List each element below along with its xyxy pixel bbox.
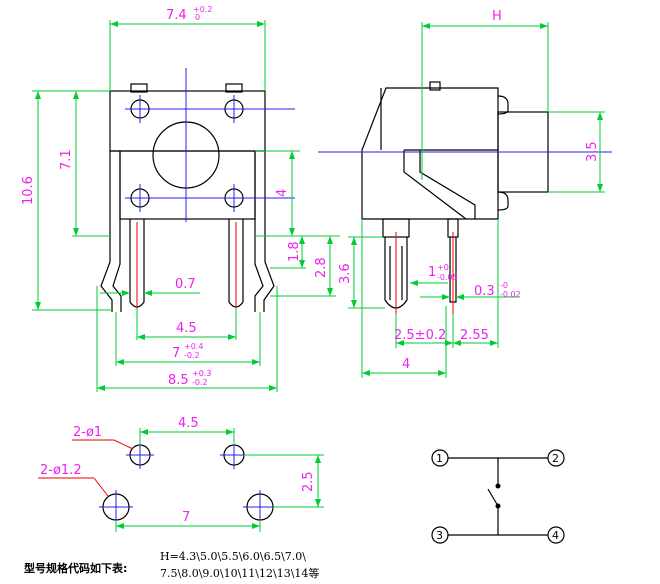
svg-text:-0: -0 <box>500 281 508 290</box>
side-body <box>361 87 499 220</box>
side-view <box>318 81 612 314</box>
fp-hole-small-label: 2-ø1 <box>73 425 102 440</box>
dim-3-6: 3.6 <box>338 263 353 284</box>
dim-7: 7 <box>172 346 180 361</box>
svg-text:+0.2: +0.2 <box>193 5 212 14</box>
dim-2-55: 2.55 <box>460 328 489 343</box>
dim-4: 4 <box>275 189 290 197</box>
svg-text:+0.4: +0.4 <box>184 342 203 351</box>
svg-text:2: 2 <box>552 452 559 465</box>
dim-7-1: 7.1 <box>59 149 74 170</box>
dim-8-5: 8.5 <box>168 373 189 388</box>
svg-text:-0.2: -0.2 <box>184 351 200 360</box>
fp-pitch-bottom: 7 <box>182 510 190 525</box>
pcb-footprint: 4.5 7 2.5 2-ø1 2-ø1.2 <box>38 416 324 532</box>
svg-text:1: 1 <box>436 452 443 465</box>
fp-hole-large-label: 2-ø1.2 <box>40 463 82 478</box>
dim-0-3: 0.3 <box>474 284 495 299</box>
dim-3-5: 3.5 <box>585 141 600 162</box>
fp-pitch-top: 4.5 <box>178 416 199 431</box>
dim-7-4: 7.4 <box>166 8 187 23</box>
dim-2-5-pm: 2.5±0.2 <box>394 328 446 343</box>
fp-pitch-vert: 2.5 <box>301 471 316 492</box>
svg-text:+0: +0 <box>437 263 449 272</box>
svg-text:0: 0 <box>195 13 200 22</box>
svg-text:+0.3: +0.3 <box>192 369 211 378</box>
front-body-upper <box>109 90 266 152</box>
front-view <box>100 68 295 312</box>
front-top-tab-left <box>130 83 148 93</box>
dim-1: 1 <box>428 265 436 280</box>
svg-text:4: 4 <box>552 529 559 542</box>
switch-schematic: 1 2 3 4 <box>431 449 565 544</box>
dim-1-8: 1.8 <box>287 241 302 262</box>
dim-0-7: 0.7 <box>175 277 196 292</box>
dim-4-side: 4 <box>402 357 410 372</box>
front-leg-right <box>254 236 275 312</box>
svg-text:-0.2: -0.2 <box>192 378 208 387</box>
front-dimensions: 7.4 +0.2 0 10.6 7.1 4 1.8 2.8 0. <box>21 5 340 392</box>
note-line-1: H=4.3\5.0\5.5\6.0\6.5\7.0\ <box>160 550 306 563</box>
model-note: 型号规格代码如下表: H=4.3\5.0\5.5\6.0\6.5\7.0\ 7.… <box>24 550 319 580</box>
svg-text:-0.05: -0.05 <box>437 273 458 282</box>
side-dimensions: H 3.5 3.6 1 +0 -0.05 0.3 -0 -0.02 2.5±0.… <box>338 9 605 378</box>
note-label: 型号规格代码如下表: <box>24 561 127 575</box>
dim-2-8: 2.8 <box>314 257 329 278</box>
svg-text:-0.02: -0.02 <box>500 290 521 299</box>
dim-4-5: 4.5 <box>176 321 197 336</box>
front-top-tab-right <box>225 83 243 93</box>
dim-10-6: 10.6 <box>21 176 36 205</box>
svg-text:3: 3 <box>436 529 443 542</box>
front-leg-left <box>100 236 122 312</box>
note-line-2: 7.5\8.0\9.0\10\11\12\13\14等 <box>160 566 319 580</box>
dim-h: H <box>492 9 502 24</box>
